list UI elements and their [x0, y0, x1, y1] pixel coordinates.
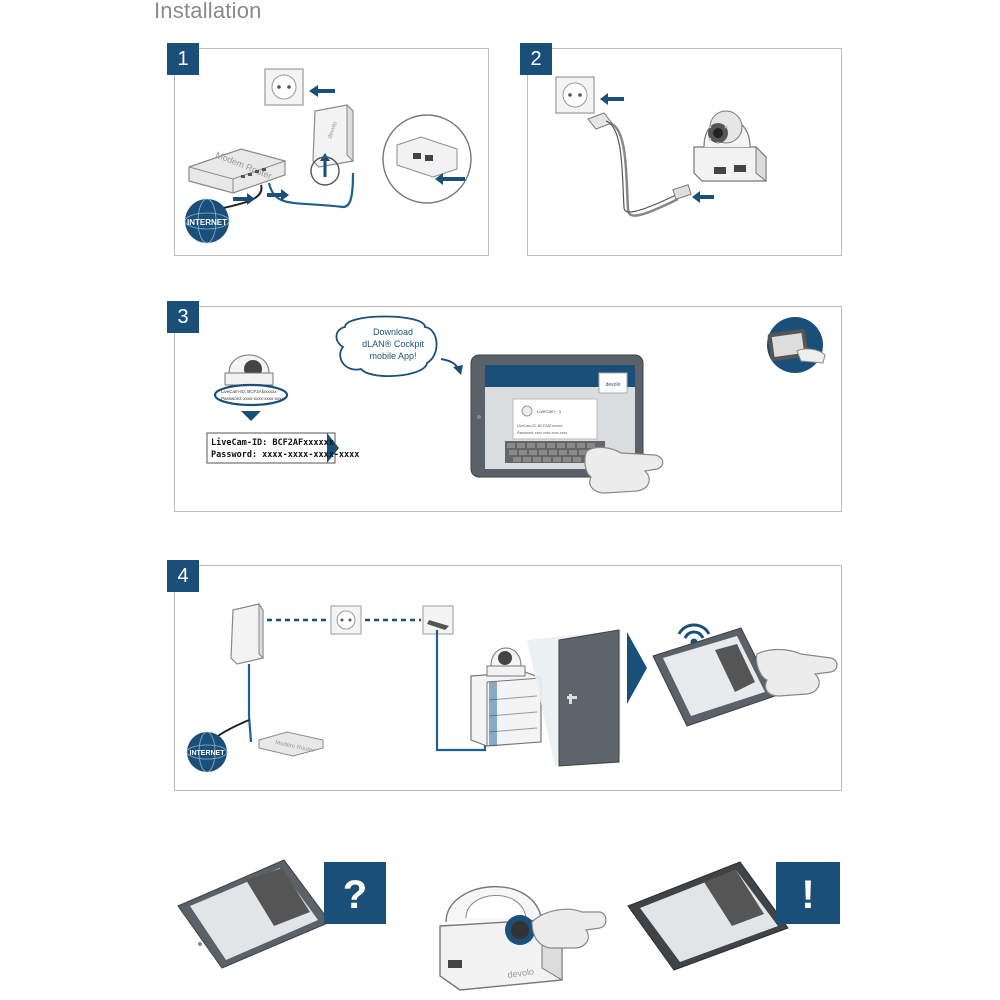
step-1-illustration: devolo Modem Router INTERNET — [184, 68, 472, 244]
question-mark-text: ? — [343, 873, 367, 917]
bubble-line-2: dLAN® Cockpit — [362, 339, 424, 349]
arrow-down-icon — [241, 411, 261, 421]
bubble-line-1: Download — [373, 327, 413, 337]
tablet-icon: devolo LiveCam - 1 LiveCam-ID: BCF2AFxxx… — [470, 354, 644, 478]
info-badge — [776, 862, 840, 924]
step-4-panel: Modem Router INTERNET — [167, 560, 842, 791]
svg-text:devolo: devolo — [507, 966, 535, 980]
tablet-icon — [767, 317, 826, 373]
step-number-badge: 4 — [167, 560, 199, 592]
small-id-text: LiveCam-ID: BCF2Afxxxxxx — [221, 389, 277, 394]
step-3-panel: LiveCam-ID: BCF2Afxxxxxx Password: xxxx-… — [167, 301, 842, 512]
camera-icon: devolo — [439, 886, 563, 991]
power-socket-icon — [264, 68, 304, 106]
download-app-bubble: Download dLAN® Cockpit mobile App! — [335, 315, 438, 378]
step-number-badge: 2 — [520, 43, 552, 75]
camera-reset-illustration: devolo — [439, 886, 607, 991]
tablet-app-title: LiveCam - 1 — [537, 409, 562, 414]
hand-icon — [531, 908, 607, 949]
power-socket-icon — [555, 76, 595, 114]
tablet-icon — [177, 859, 331, 969]
svg-text:devolo: devolo — [606, 382, 621, 388]
door-icon — [527, 629, 621, 767]
powerline-adapter-icon: devolo — [312, 103, 354, 168]
password-text: Password: xxxx-xxxx-xxxx-xxxx — [211, 450, 359, 460]
powerline-adapter-icon — [230, 602, 264, 665]
internet-label: INTERNET — [187, 218, 227, 227]
step-2-illustration — [555, 76, 767, 217]
step-number-badge: 3 — [167, 301, 199, 333]
livecam-id-text: LiveCam-ID: BCF2AFxxxxxx — [211, 437, 334, 448]
hand-icon — [755, 648, 838, 697]
troubleshoot-solution-illustration: ! — [627, 861, 840, 971]
svg-text:devolo: devolo — [327, 120, 339, 139]
router-icon: Modem Router — [258, 731, 324, 757]
camera-icon — [693, 110, 767, 183]
shelf-icon — [470, 671, 542, 747]
hand-icon — [584, 446, 664, 494]
internet-globe-icon: INTERNET — [184, 198, 230, 244]
small-password-text: Password: xxxx-xxxx-xxxx-xxxx — [221, 396, 285, 401]
router-icon: Modem Router — [188, 148, 286, 194]
tablet-icon — [627, 861, 789, 971]
troubleshoot-question-illustration: ? — [177, 859, 386, 969]
camera-icon — [224, 354, 274, 386]
bubble-line-3: mobile App! — [369, 351, 416, 361]
camera-icon — [486, 647, 526, 677]
tablet-id-field: LiveCam-ID: BCF2AFxxxxxx — [517, 424, 563, 428]
adapter-detail-zoom — [382, 114, 472, 204]
wifi-icon — [677, 623, 711, 646]
step-number-badge: 1 — [167, 43, 199, 75]
page-title: Installation — [154, 0, 262, 23]
step-3-illustration: LiveCam-ID: BCF2Afxxxxxx Password: xxxx-… — [206, 315, 826, 494]
step-1-panel: devolo Modem Router INTERNET — [167, 43, 489, 256]
help-badge — [324, 862, 386, 924]
internet-label: INTERNET — [190, 750, 226, 757]
id-label-highlight — [213, 383, 289, 407]
power-socket-icon — [330, 605, 362, 635]
step-4-illustration: Modem Router INTERNET — [186, 602, 838, 773]
tablet-icon — [652, 627, 776, 727]
internet-globe-icon: INTERNET — [186, 731, 228, 773]
tablet-password-field: Password: xxxx-xxxx-xxxx-xxxx — [517, 431, 567, 435]
id-label-card: LiveCam-ID: BCF2AFxxxxxx Password: xxxx-… — [206, 432, 359, 464]
arrow-icon — [627, 632, 647, 704]
power-socket-icon — [422, 605, 454, 635]
exclamation-mark-text: ! — [801, 873, 814, 917]
step-2-panel: 2 — [520, 43, 842, 256]
